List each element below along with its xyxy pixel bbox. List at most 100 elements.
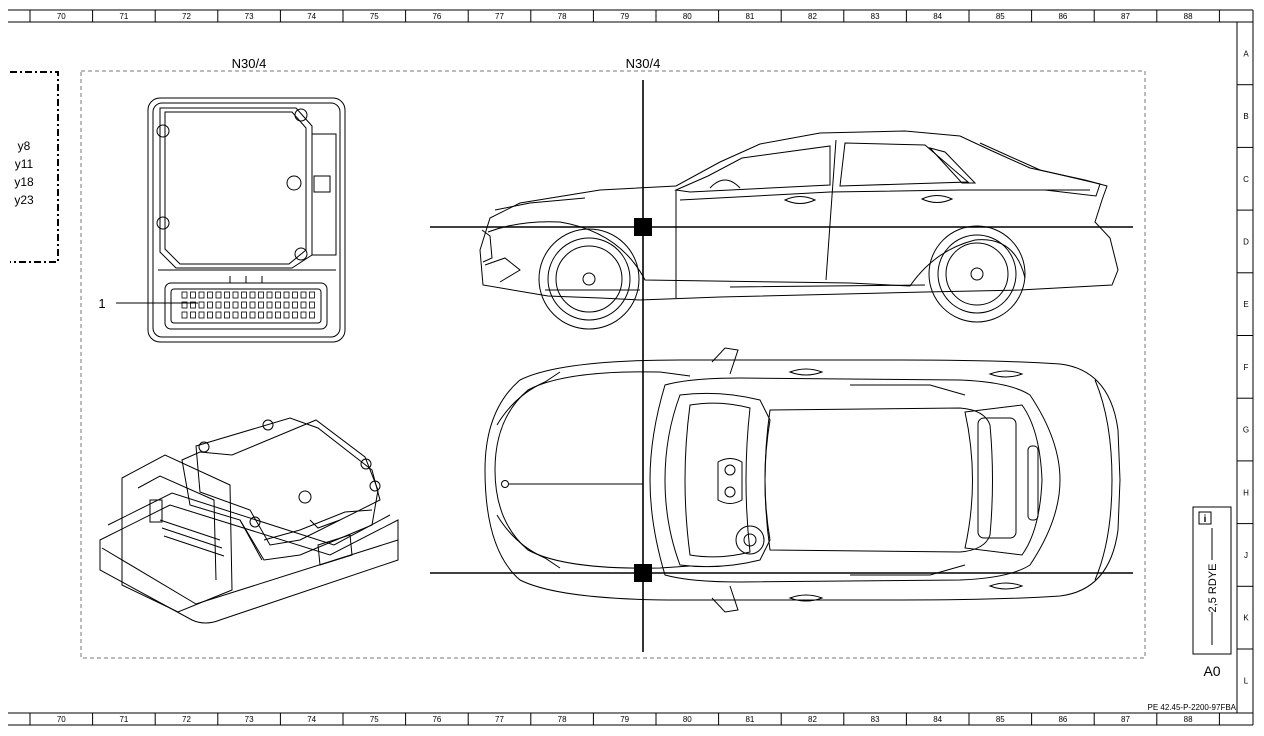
column-number: 79 — [620, 12, 629, 21]
connector-pin — [198, 291, 205, 299]
connector-pin — [292, 301, 298, 309]
column-number: 88 — [1184, 715, 1193, 724]
sheet-frame — [8, 9, 1254, 726]
connector-pin — [292, 291, 298, 299]
column-number: 74 — [307, 715, 316, 724]
column-number: 72 — [182, 12, 191, 21]
connector-pin — [215, 301, 222, 309]
connector-pin — [190, 301, 196, 309]
column-number: 75 — [370, 12, 379, 21]
connector-pin — [275, 301, 281, 309]
column-number: 85 — [996, 715, 1005, 724]
connector-pin — [181, 311, 188, 319]
connector-pin — [309, 301, 315, 309]
row-letter: B — [1243, 112, 1248, 121]
wire-spec: 2,5 RDYE — [1207, 564, 1219, 613]
connector-pin — [215, 311, 222, 319]
connector-pin — [292, 311, 298, 319]
column-number: 74 — [307, 12, 316, 21]
connector-pin — [190, 311, 196, 319]
row-letter: E — [1243, 300, 1248, 309]
connector-pin — [249, 301, 256, 309]
location-marker — [634, 564, 652, 582]
column-number: 86 — [1058, 715, 1067, 724]
connector-pin — [241, 311, 247, 319]
column-number: 70 — [57, 715, 66, 724]
connector-pin — [190, 291, 196, 299]
location-marker — [634, 218, 652, 236]
connector-pin — [300, 301, 307, 309]
connector-pin — [266, 311, 273, 319]
row-letter: K — [1243, 614, 1249, 623]
column-number: 77 — [495, 715, 504, 724]
column-number: 83 — [871, 12, 880, 21]
connector-pin — [232, 311, 239, 319]
connector-pins — [181, 291, 315, 319]
connector-pin — [309, 291, 315, 299]
connector-pin — [215, 291, 222, 299]
component-label-center: N30/4 — [626, 56, 661, 71]
connector-pin — [258, 311, 264, 319]
row-letter: F — [1244, 363, 1249, 372]
connector-pin — [275, 311, 281, 319]
column-number: 82 — [808, 12, 817, 21]
connector-pin — [283, 301, 290, 309]
callout-label: 1 — [98, 296, 105, 311]
column-number: 84 — [933, 12, 942, 21]
row-letter: D — [1243, 237, 1249, 246]
column-number: 75 — [370, 715, 379, 724]
connector-pin — [198, 311, 205, 319]
connection-item: y8 — [18, 139, 31, 153]
connector-pin — [249, 291, 256, 299]
connector-pin — [300, 311, 307, 319]
connector-pin — [224, 311, 230, 319]
connection-item: y11 — [15, 157, 34, 171]
column-number: 78 — [558, 715, 567, 724]
column-number: 72 — [182, 715, 191, 724]
document-id: PE 42.45-P-2200-97FBA — [1148, 703, 1237, 712]
connector-pin — [283, 291, 290, 299]
connector-pin — [258, 301, 264, 309]
column-number: 71 — [119, 12, 128, 21]
connector-pin — [224, 291, 230, 299]
connector-pin — [232, 291, 239, 299]
column-number: 73 — [245, 715, 254, 724]
wire-info-box: i 2,5 RDYE A0 — [1192, 506, 1232, 679]
locator-lines — [430, 80, 1133, 652]
connector-pin — [283, 311, 290, 319]
column-number: 73 — [245, 12, 254, 21]
connector-pin — [198, 301, 205, 309]
column-number: 86 — [1058, 12, 1067, 21]
column-number: 88 — [1184, 12, 1193, 21]
column-number: 81 — [745, 715, 754, 724]
connector-pin — [300, 291, 307, 299]
connector-pin — [181, 301, 188, 309]
column-number: 77 — [495, 12, 504, 21]
connection-box: y8 y11 y18 y23 — [10, 71, 59, 263]
connector-pin — [207, 291, 213, 299]
connector-pin — [241, 301, 247, 309]
column-number: 71 — [119, 715, 128, 724]
connector-pin — [266, 291, 273, 299]
control-unit-top-view — [147, 97, 346, 343]
connector-pin — [258, 291, 264, 299]
column-number: 87 — [1121, 12, 1130, 21]
connector-pin — [207, 301, 213, 309]
row-letter: H — [1243, 488, 1249, 497]
row-letter: L — [1244, 676, 1249, 685]
column-number: 80 — [683, 12, 692, 21]
row-letter: A — [1243, 49, 1249, 58]
column-number: 79 — [620, 715, 629, 724]
info-ref: A0 — [1203, 663, 1220, 679]
column-number: 80 — [683, 715, 692, 724]
row-letter: C — [1243, 175, 1249, 184]
connector-pin — [249, 311, 256, 319]
connector-pin — [224, 301, 230, 309]
row-letter: G — [1243, 426, 1249, 435]
connector-pin — [181, 291, 188, 299]
column-number: 76 — [432, 715, 441, 724]
connector-pin — [232, 301, 239, 309]
